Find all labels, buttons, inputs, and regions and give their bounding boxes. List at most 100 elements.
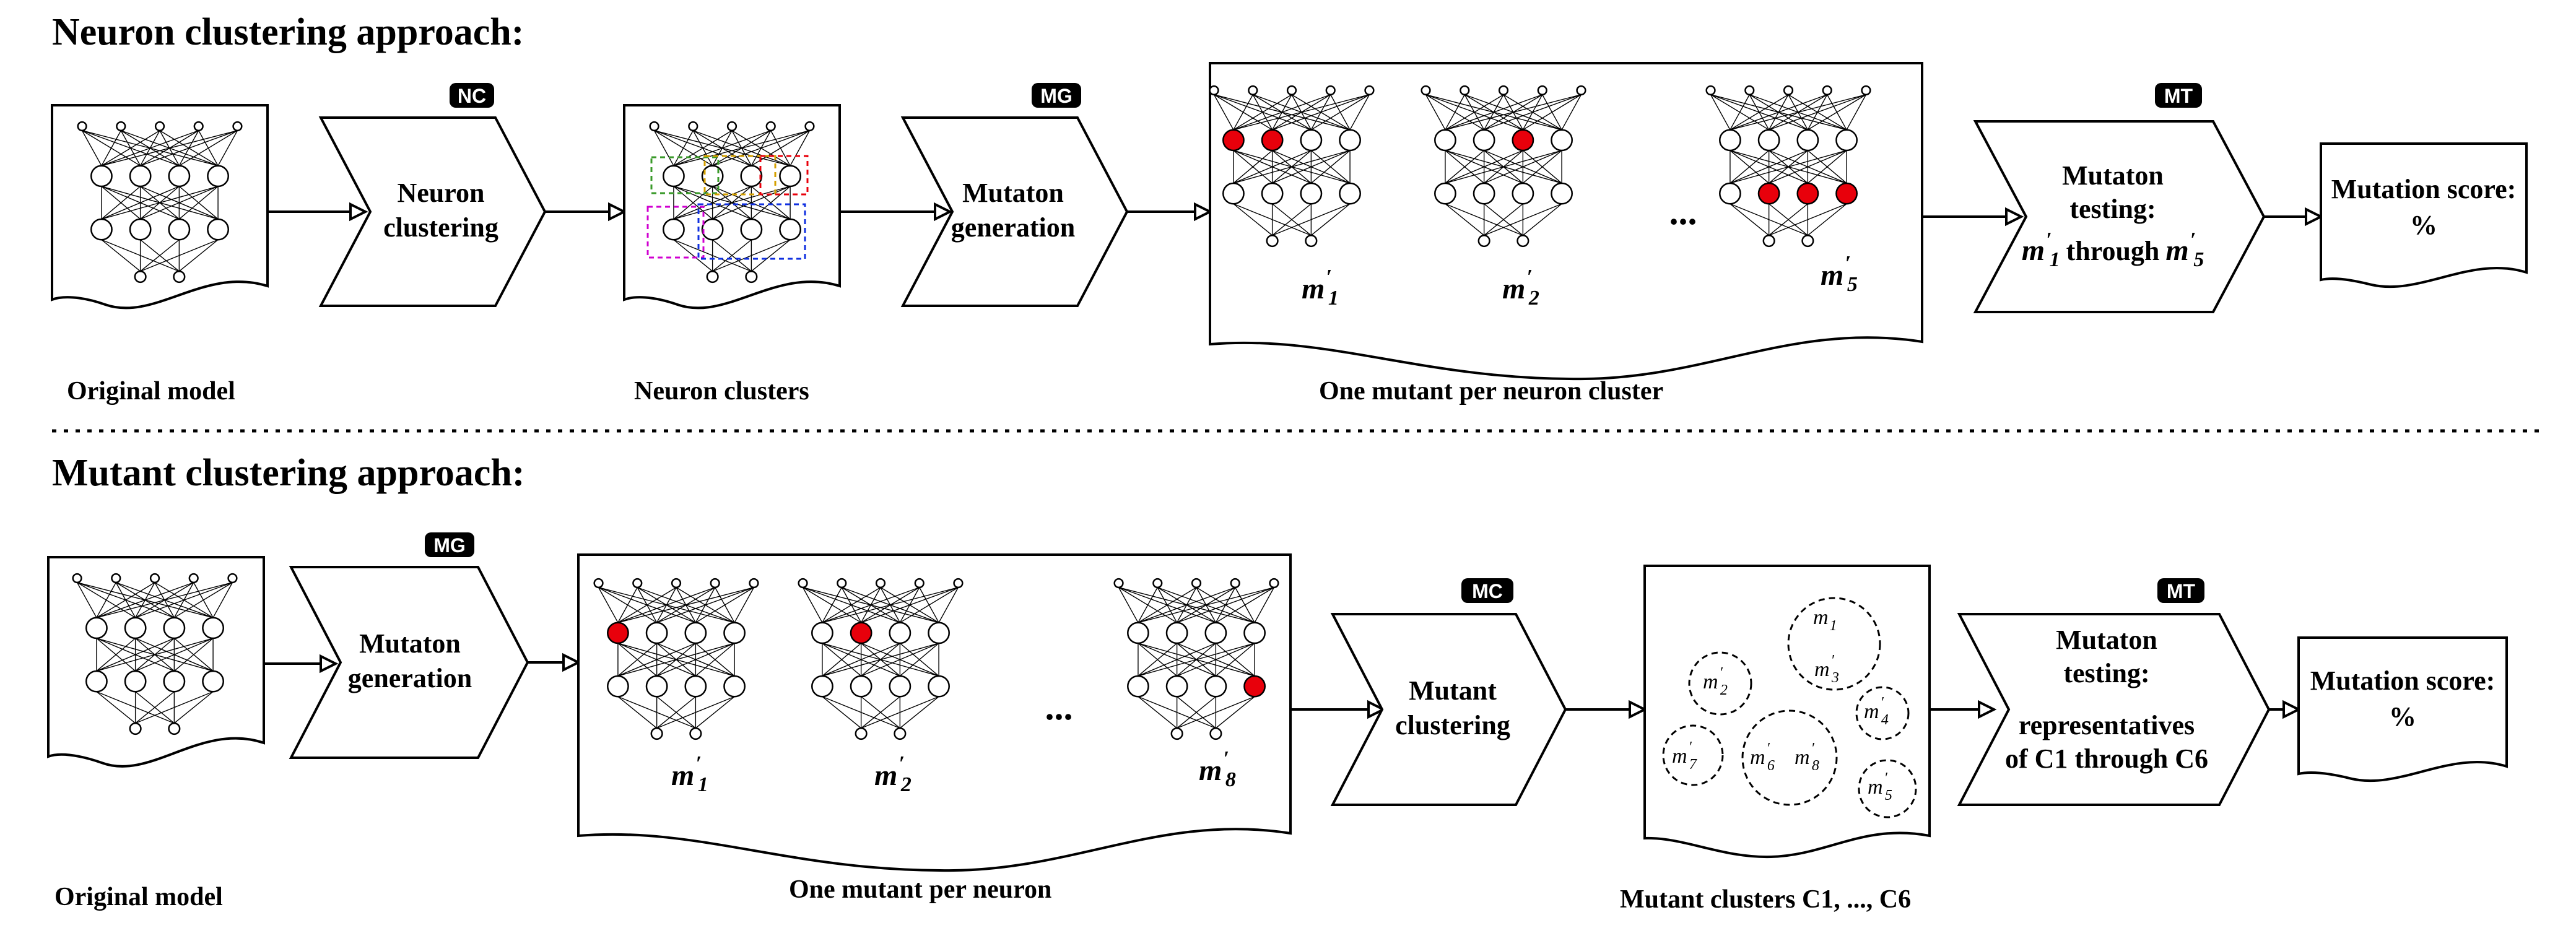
neuron — [1170, 727, 1183, 740]
top-mutaton-generation-step[interactable] — [900, 116, 1129, 307]
svg-text:NC: NC — [458, 85, 486, 107]
bottom-mutation-testing-step[interactable] — [1957, 613, 2271, 806]
neuron — [663, 218, 685, 241]
bottom-mutation-score-doc[interactable] — [2297, 636, 2508, 783]
network-edge — [1445, 150, 1562, 184]
mutated-neuron — [1512, 129, 1534, 152]
mutant-clustering-step[interactable] — [1330, 613, 1567, 806]
cluster-member-6: m′6 — [1750, 740, 1775, 774]
mutant-clusters-label: Mutant clusters C1, ..., C6 — [1620, 885, 1911, 914]
neuron — [671, 578, 682, 589]
neuron — [1861, 85, 1871, 96]
top-original-model-doc[interactable] — [51, 104, 269, 310]
top-mutation-testing-step[interactable] — [1973, 120, 2266, 313]
network-edge — [96, 582, 194, 618]
neuron — [193, 121, 204, 132]
network-edge — [617, 696, 658, 729]
network-edge — [656, 696, 696, 729]
svg-text:generation: generation — [348, 663, 472, 693]
network-edge — [1730, 94, 1866, 131]
network-edge — [751, 186, 791, 220]
cluster-ring-3 — [1855, 686, 1910, 740]
neuron — [116, 121, 126, 132]
network-edge — [178, 186, 219, 220]
network-edge — [140, 239, 180, 272]
neuron — [188, 573, 199, 584]
network-edge — [653, 130, 674, 167]
svg-text:testing:: testing: — [2069, 194, 2156, 224]
cluster-box-red — [759, 155, 809, 196]
network-edge — [695, 696, 735, 729]
network-edge — [617, 587, 638, 623]
bottom-original-model-label: Original model — [54, 883, 223, 911]
neuron — [894, 727, 907, 740]
neuron-clusters-label: Neuron clusters — [634, 377, 809, 405]
network-edge — [1138, 643, 1178, 677]
neuron-clustering-step[interactable] — [318, 116, 547, 307]
network-edge — [899, 696, 939, 729]
top-original-model-label: Original model — [67, 377, 235, 405]
neuron — [1434, 182, 1456, 205]
neuron — [684, 675, 707, 698]
neuron — [134, 270, 147, 284]
network-edge — [101, 130, 160, 167]
network-edge — [861, 643, 939, 677]
network-edge — [673, 186, 791, 220]
top-mutation-score-doc[interactable] — [2320, 142, 2528, 288]
network-edge — [173, 638, 214, 672]
bottom-mutants-doc[interactable] — [577, 553, 1292, 872]
neuron — [875, 578, 886, 589]
network-edge — [861, 696, 939, 729]
network-edge — [1215, 643, 1255, 677]
network-edge — [212, 582, 233, 618]
neuron — [688, 121, 698, 132]
mutant-clusters-doc[interactable] — [1643, 565, 1931, 859]
network-edge — [617, 587, 677, 623]
neuron — [1762, 234, 1775, 248]
network-edge — [96, 582, 155, 618]
network-edge — [751, 239, 791, 272]
neuron — [684, 622, 707, 644]
network-edge — [1769, 203, 1808, 236]
neuron — [1300, 182, 1323, 205]
network-edge — [1233, 150, 1273, 184]
network-edge — [1177, 587, 1274, 623]
cluster-member-8: m′8 — [1795, 740, 1819, 774]
cluster-box-yellow — [703, 155, 777, 196]
neuron — [745, 270, 758, 284]
network-edge — [1233, 203, 1273, 236]
neuron — [1757, 129, 1780, 152]
svg-text:Neuron: Neuron — [398, 178, 485, 208]
neuron — [1127, 675, 1149, 698]
bottom-mutaton-generation-step[interactable] — [289, 566, 529, 759]
neuron — [1537, 85, 1547, 96]
neuron — [1165, 675, 1188, 698]
network-edge — [101, 130, 121, 167]
top-mutant-5-label: m′5 — [1821, 252, 1858, 296]
network-edge — [96, 638, 136, 672]
bottom-original-model-doc[interactable] — [47, 556, 265, 768]
neuron — [710, 578, 720, 589]
network-edge — [1310, 94, 1370, 131]
bottom-mutants-ellipsis: ... — [1045, 687, 1073, 727]
neuron — [914, 578, 925, 589]
network-edge — [712, 130, 810, 167]
top-original-network — [77, 121, 243, 284]
network-edge — [1730, 94, 1750, 131]
neuron — [168, 218, 191, 241]
svg-text:%: % — [2410, 210, 2437, 240]
neuron — [1209, 727, 1222, 740]
bottom-mutant-2-label: m′2 — [874, 752, 912, 796]
network-edge — [101, 186, 180, 220]
neuron — [1477, 234, 1490, 248]
neuron — [232, 121, 243, 132]
network-edge — [178, 239, 219, 272]
network-edge — [1445, 150, 1485, 184]
network-edge — [1445, 94, 1504, 131]
network-edge — [673, 130, 810, 167]
network-edge — [656, 587, 754, 623]
top-mutants-doc[interactable] — [1209, 62, 1923, 381]
network-edge — [1233, 94, 1331, 131]
network-edge — [712, 239, 791, 272]
svg-text:testing:: testing: — [2063, 658, 2149, 688]
